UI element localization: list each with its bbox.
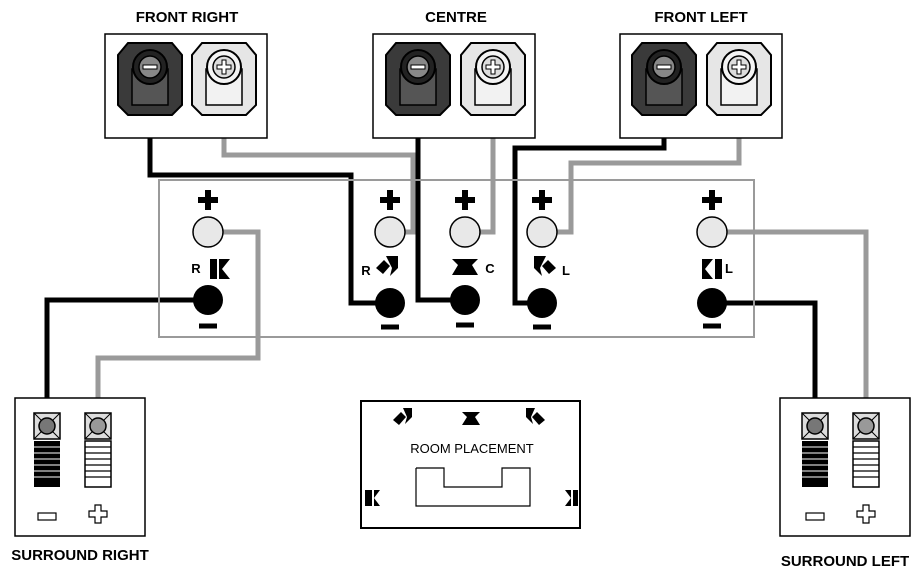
speaker-right-icon: [210, 259, 230, 279]
plus-icon: [702, 190, 722, 210]
centre-speaker-icon: [462, 412, 480, 425]
surround-left-negative-wire: [712, 300, 818, 428]
negative-spring-clip: [801, 412, 829, 488]
receiver-terminal-panel: [158, 179, 755, 338]
positive-terminal: [449, 216, 481, 248]
plus-icon: [856, 504, 876, 524]
front-left-negative-wire: [512, 115, 667, 306]
room-placement-diagram: ROOM PLACEMENT: [360, 400, 581, 529]
negative-binding-post: [385, 42, 451, 116]
front-right-label: FRONT RIGHT: [136, 9, 239, 26]
negative-terminal: [193, 285, 223, 315]
negative-terminal: [697, 288, 727, 318]
surround-right-negative-wire: [44, 297, 208, 428]
receiver-surround-right-terminals: R: [191, 190, 230, 329]
channel-mark-label: R: [361, 263, 371, 278]
room-placement-label: ROOM PLACEMENT: [410, 441, 534, 456]
front-left-label: FRONT LEFT: [654, 9, 747, 26]
negative-terminal: [450, 285, 480, 315]
positive-terminal: [374, 216, 406, 248]
positive-binding-post: [706, 42, 772, 116]
surround-left-positive-wire: [712, 229, 869, 428]
positive-terminal: [192, 216, 224, 248]
front-right-speaker-icon: [393, 408, 412, 425]
positive-terminal: [526, 216, 558, 248]
surround-right-label: SURROUND RIGHT: [11, 547, 149, 564]
couch-icon: [415, 467, 531, 507]
minus-icon: [805, 512, 825, 521]
front-left-positive-wire: [542, 115, 742, 235]
minus-icon: [533, 324, 551, 330]
positive-spring-clip: [852, 412, 880, 488]
centre-label: CENTRE: [425, 9, 487, 26]
positive-terminal: [696, 216, 728, 248]
front-right-negative-wire: [147, 115, 390, 306]
channel-mark-label: C: [485, 261, 495, 276]
front-left-speaker: FRONT LEFT: [619, 9, 783, 139]
plus-icon: [455, 190, 475, 210]
centre-speaker: CENTRE: [372, 9, 536, 139]
plus-icon: [380, 190, 400, 210]
negative-binding-post: [631, 42, 697, 116]
surround-left-speaker-icon: [565, 490, 578, 506]
front-right-speaker: FRONT RIGHT: [104, 9, 268, 139]
plus-icon: [198, 190, 218, 210]
minus-icon: [456, 322, 474, 328]
receiver-surround-left-terminals: L: [696, 190, 733, 329]
centre-negative-wire: [415, 115, 465, 303]
minus-icon: [703, 323, 721, 329]
receiver-centre-terminals: C: [449, 190, 495, 328]
plus-icon: [532, 190, 552, 210]
channel-mark-label: L: [725, 261, 733, 276]
positive-binding-post: [191, 42, 257, 116]
speaker-centre-icon: [452, 259, 478, 275]
positive-binding-post: [460, 42, 526, 116]
positive-spring-clip: [84, 412, 112, 488]
negative-binding-post: [117, 42, 183, 116]
channel-mark-label: L: [562, 263, 570, 278]
speaker-left-icon: [702, 259, 722, 279]
minus-icon: [381, 324, 399, 330]
surround-right-speaker-icon: [365, 490, 380, 506]
speaker-front-right-icon: [376, 256, 398, 276]
negative-spring-clip: [33, 412, 61, 488]
terminal-box: [779, 397, 911, 537]
receiver-front-left-terminals: L: [526, 190, 570, 330]
channel-mark-label: R: [191, 261, 201, 276]
negative-terminal: [527, 288, 557, 318]
plus-icon: [88, 504, 108, 524]
surround-left-label: SURROUND LEFT: [781, 553, 909, 570]
minus-icon: [37, 512, 57, 521]
minus-icon: [199, 323, 217, 329]
surround-right-positive-wire: [95, 229, 261, 428]
speaker-front-left-icon: [534, 256, 556, 276]
negative-terminal: [375, 288, 405, 318]
surround-right-speaker: SURROUND RIGHT: [11, 397, 149, 564]
front-left-speaker-icon: [526, 408, 545, 425]
surround-left-speaker: SURROUND LEFT: [779, 397, 911, 570]
receiver-front-right-terminals: R: [361, 190, 406, 330]
